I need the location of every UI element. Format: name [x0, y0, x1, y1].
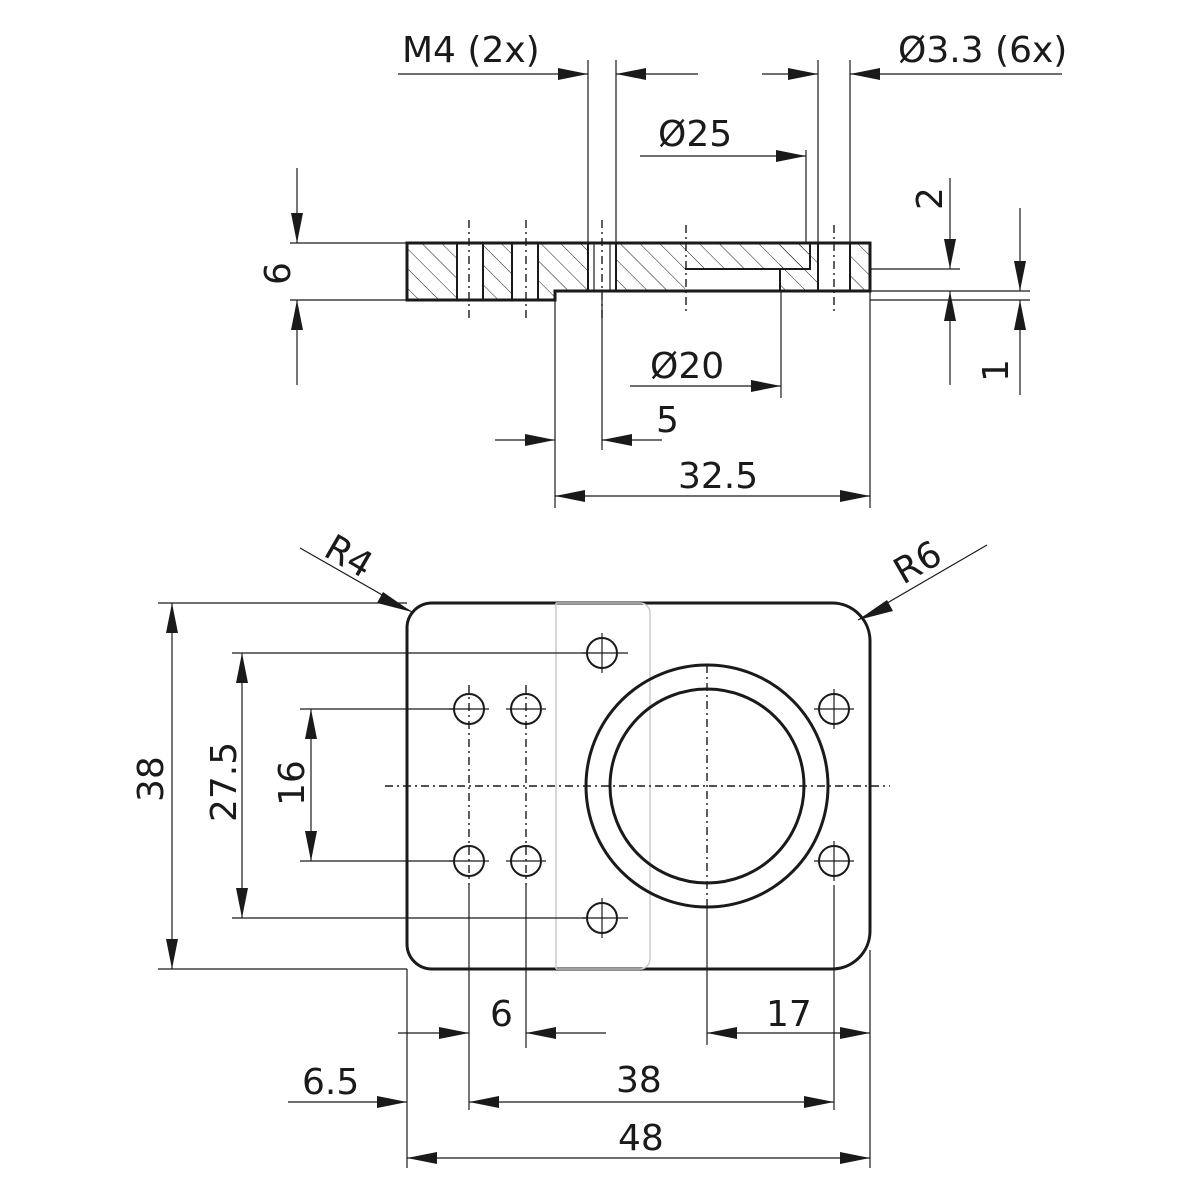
- label-m4: M4 (2x): [402, 30, 540, 71]
- label-17: 17: [766, 994, 812, 1035]
- label-48: 48: [618, 1118, 664, 1159]
- label-d33: Ø3.3 (6x): [898, 30, 1067, 71]
- label-5: 5: [656, 400, 679, 441]
- label-r4: R4: [318, 527, 380, 586]
- top-dimensions: [158, 544, 988, 1168]
- label-6-horizontal: 6: [490, 994, 513, 1035]
- label-1: 1: [976, 359, 1017, 382]
- label-32-5: 32.5: [678, 456, 758, 497]
- label-d20: Ø20: [650, 346, 724, 387]
- label-38-horizontal: 38: [616, 1060, 662, 1101]
- section-view: [405, 220, 872, 320]
- label-r6: R6: [887, 533, 949, 592]
- top-view: [385, 601, 890, 971]
- label-38-vertical: 38: [131, 756, 172, 802]
- section-dimensions: [290, 60, 1062, 508]
- label-6-5: 6.5: [302, 1062, 359, 1103]
- label-16: 16: [272, 760, 313, 806]
- label-2: 2: [910, 187, 951, 210]
- label-d25: Ø25: [658, 114, 732, 155]
- dimension-labels: M4 (2x) Ø3.3 (6x) Ø25 Ø20 5 32.5 6 2 1 R…: [131, 30, 1067, 1159]
- label-27-5: 27.5: [204, 742, 245, 822]
- label-6-vertical: 6: [258, 262, 299, 285]
